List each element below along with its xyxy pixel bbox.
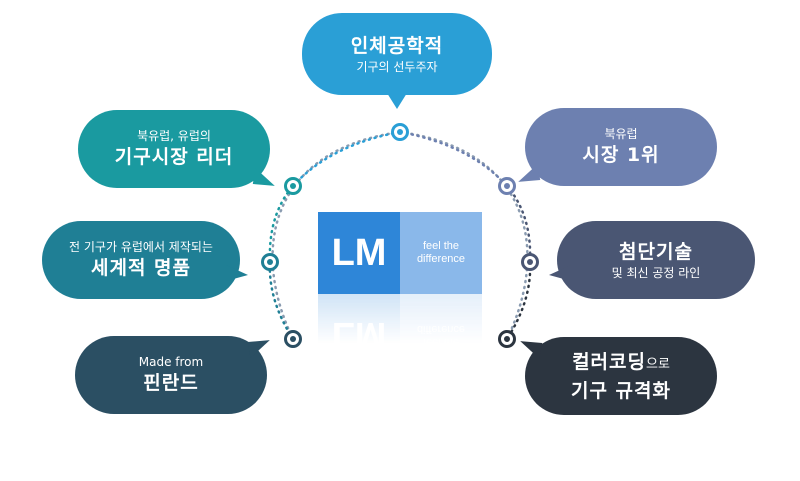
node-left3 <box>284 330 302 348</box>
bubble-market-leader: 북유럽, 유럽의 기구시장 리더 <box>78 110 278 188</box>
bubble-subtitle: 기구의 선두주자 <box>356 60 438 74</box>
bubble-ergonomic: 인체공학적 기구의 선두주자 <box>302 13 492 109</box>
bubble-title: 인체공학적 <box>350 35 444 57</box>
bubble-subtitle: 북유럽, 유럽의 <box>137 129 211 143</box>
bubble-finland: Made from 핀란드 <box>75 336 273 414</box>
bubble-title: 세계적 명품 <box>90 257 191 279</box>
node-top <box>391 123 409 141</box>
bubble-subtitle: Made from <box>138 355 204 369</box>
node-right1 <box>498 177 516 195</box>
bubble-title: 기구시장 리더 <box>114 146 234 168</box>
bubble-title-line-2: 기구 규격화 <box>570 379 671 402</box>
tagline-line-1: feel the <box>422 240 460 252</box>
node-left1 <box>284 177 302 195</box>
bubble-title: 첨단기술 <box>619 241 693 263</box>
bubble-title-suffix: 으로 <box>646 356 670 372</box>
node-left2 <box>261 253 279 271</box>
bubble-market-no1: 북유럽 시장 1위 <box>515 108 717 186</box>
bubble-advanced-tech: 첨단기술 및 최신 공정 라인 <box>549 221 755 299</box>
bubble-subtitle: 전 기구가 유럽에서 제작되는 <box>69 240 213 254</box>
logo-mark: LM <box>318 212 400 294</box>
node-right3 <box>498 330 516 348</box>
lm-logo: LM feel the difference <box>318 212 482 294</box>
node-right2 <box>521 253 539 271</box>
bubble-subtitle: 북유럽 <box>604 127 638 141</box>
logo-tagline: feel the difference <box>400 212 482 294</box>
bubble-tail <box>387 93 407 109</box>
bubble-tail <box>549 265 571 281</box>
bubble-tail <box>226 265 248 281</box>
bubble-title-line-1: 컬러코딩으로 <box>572 349 670 378</box>
tagline-line-2: difference <box>416 253 466 265</box>
bubble-subtitle: 및 최신 공정 라인 <box>611 266 701 280</box>
bubble-title: 핀란드 <box>143 372 199 394</box>
bubble-world-class: 전 기구가 유럽에서 제작되는 세계적 명품 <box>42 221 248 299</box>
bubble-color-coding: 컬러코딩으로 기구 규격화 <box>517 337 717 415</box>
bubble-title: 시장 1위 <box>582 144 660 166</box>
bubble-title-main: 컬러코딩 <box>572 350 646 373</box>
